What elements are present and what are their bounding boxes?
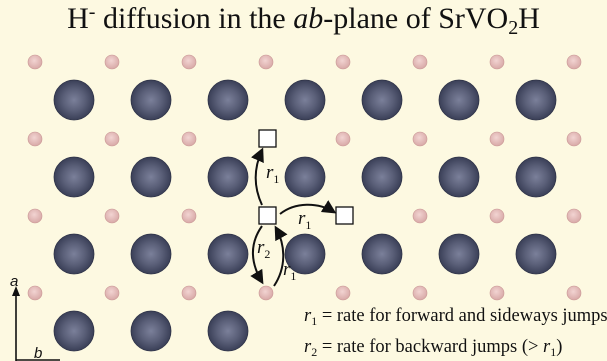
large-atom (515, 233, 557, 275)
small-atom-lattice (27, 54, 582, 301)
axis-a-label: a (10, 273, 18, 290)
large-atom (438, 79, 480, 121)
small-atom (412, 208, 428, 224)
large-atom (515, 79, 557, 121)
large-atom (284, 79, 326, 121)
sideways-jump-arrow (279, 200, 337, 215)
large-atom (130, 156, 172, 198)
small-atom (335, 54, 351, 70)
large-atom-lattice (53, 79, 557, 352)
diagram-title: H- diffusion in the ab-plane of SrVO2H (67, 1, 540, 39)
large-atom (284, 233, 326, 275)
small-atom (181, 285, 197, 301)
axis-indicator: a b (10, 273, 60, 361)
rate-label-r1-sideways: r1 (298, 208, 311, 232)
rate-label-r1-forward: r1 (266, 162, 279, 186)
large-atom (438, 156, 480, 198)
rate-label-r1-return: r1 (283, 259, 296, 283)
legend-r2: r2 = rate for backward jumps (> r1) (304, 337, 563, 359)
small-atom (566, 285, 582, 301)
small-atom (181, 208, 197, 224)
large-atom (284, 156, 326, 198)
small-atom (27, 208, 43, 224)
small-atom (104, 285, 120, 301)
small-atom (489, 285, 505, 301)
small-atom (335, 131, 351, 147)
small-atom (181, 131, 197, 147)
large-atom (53, 310, 95, 352)
large-atom (53, 79, 95, 121)
large-atom (53, 233, 95, 275)
small-atom (104, 208, 120, 224)
small-atom (412, 54, 428, 70)
forward-jump-arrow (251, 147, 264, 206)
small-atom (335, 285, 351, 301)
small-atom (412, 285, 428, 301)
vacancy-site-center (258, 206, 277, 225)
small-atom (489, 208, 505, 224)
small-atom (412, 131, 428, 147)
small-atom (27, 54, 43, 70)
large-atom (207, 156, 249, 198)
large-atom (130, 310, 172, 352)
large-atom (130, 233, 172, 275)
small-atom (181, 54, 197, 70)
small-atom (566, 131, 582, 147)
rate-label-r2-backward: r2 (257, 237, 270, 261)
large-atom (53, 156, 95, 198)
large-atom (361, 233, 403, 275)
vacancy-site-right (335, 206, 354, 225)
large-atom (207, 310, 249, 352)
backward-jump-arrow (250, 225, 264, 285)
large-atom (515, 156, 557, 198)
small-atom (104, 54, 120, 70)
small-atom (489, 54, 505, 70)
small-atom (566, 208, 582, 224)
large-atom (130, 79, 172, 121)
small-atom (27, 131, 43, 147)
vacancy-site-top (258, 129, 277, 148)
small-atom (104, 131, 120, 147)
axis-b-label: b (34, 345, 42, 361)
small-atom (258, 285, 274, 301)
small-atom (258, 54, 274, 70)
large-atom (207, 233, 249, 275)
legend-r1: r1 = rate for forward and sideways jumps (304, 306, 607, 328)
small-atom (27, 285, 43, 301)
large-atom (207, 79, 249, 121)
large-atom (438, 233, 480, 275)
small-atom (566, 54, 582, 70)
large-atom (361, 79, 403, 121)
small-atom (489, 131, 505, 147)
return-jump-arrow (273, 225, 288, 287)
large-atom (361, 156, 403, 198)
